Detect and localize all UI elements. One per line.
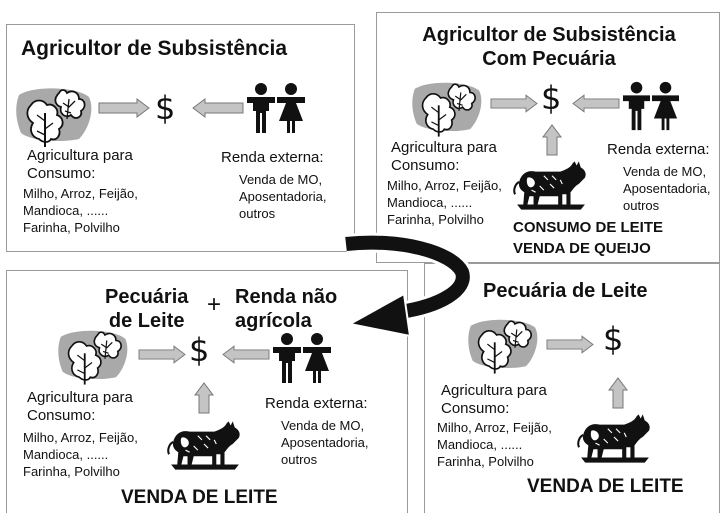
panel-dairy: Pecuária de Leite $ Agricultura para Con… [424, 263, 720, 513]
dollar-icon: $ [603, 320, 624, 358]
crop-list: Milho, Arroz, Feijão, Mandioca, ...... F… [437, 420, 552, 469]
panel-subsistence: Agricultor de Subsistência $ Agricultura… [6, 24, 355, 252]
crop-list: Milho, Arroz, Feijão, Mandioca, ...... F… [387, 178, 502, 227]
panel-dairy-plus-income: Pecuária de Leite + Renda não agrícola $… [6, 270, 408, 513]
man-woman-icon [273, 333, 331, 383]
arrow-left-icon [572, 94, 620, 113]
leaf-cluster-icon [57, 329, 129, 386]
agriculture-label: Agricultura para Consumo: [391, 139, 497, 174]
footer-label: CONSUMO DE LEITE VENDA DE QUEIJO [513, 219, 664, 257]
panel-title: Agricultor de Subsistência [21, 37, 288, 60]
arrow-right-icon [546, 335, 594, 354]
arrow-left-icon [222, 345, 270, 364]
income-list: Venda de MO, Aposentadoria, outros [281, 418, 369, 467]
man-woman-icon [247, 83, 305, 133]
external-income-label: Renda externa: [607, 141, 710, 158]
cow-icon [513, 160, 587, 211]
footer-label: VENDA DE LEITE [121, 487, 278, 508]
arrow-up-icon [194, 382, 214, 414]
leaf-cluster-icon [15, 87, 93, 148]
agriculture-label: Agricultura para Consumo: [27, 147, 133, 182]
panel-title: Pecuária de Leite [483, 280, 648, 302]
agriculture-label: Agricultura para Consumo: [27, 389, 133, 424]
footer-label: VENDA DE LEITE [527, 476, 684, 497]
leaf-cluster-icon [411, 81, 483, 138]
arrow-right-icon [98, 98, 150, 118]
arrow-up-icon [542, 124, 562, 156]
arrow-right-icon [490, 94, 538, 113]
income-list: Venda de MO, Aposentadoria, outros [623, 164, 711, 213]
dollar-icon: $ [189, 331, 210, 369]
plus-sign: + [207, 291, 222, 318]
panel-title: Agricultor de Subsistência Com Pecuária [422, 24, 676, 70]
panel-title-right: Renda não agrícola [235, 286, 338, 332]
external-income-label: Renda externa: [265, 395, 368, 412]
dollar-icon: $ [155, 89, 176, 127]
leaf-cluster-icon [467, 318, 539, 375]
external-income-label: Renda externa: [221, 149, 324, 166]
arrow-right-icon [138, 345, 186, 364]
man-woman-icon [623, 81, 679, 131]
income-list: Venda de MO, Aposentadoria, outros [239, 172, 327, 221]
panel-title-left: Pecuária de Leite [105, 286, 189, 332]
panel-subsistence-livestock: Agricultor de Subsistência Com Pecuária … [376, 12, 720, 263]
crop-list: Milho, Arroz, Feijão, Mandioca, ...... F… [23, 186, 138, 235]
dollar-icon: $ [541, 79, 562, 117]
arrow-up-icon [608, 377, 628, 409]
cow-icon [577, 413, 651, 464]
crop-list: Milho, Arroz, Feijão, Mandioca, ...... F… [23, 430, 138, 479]
arrow-left-icon [192, 98, 244, 118]
cow-icon [167, 420, 241, 471]
agriculture-label: Agricultura para Consumo: [441, 382, 547, 417]
